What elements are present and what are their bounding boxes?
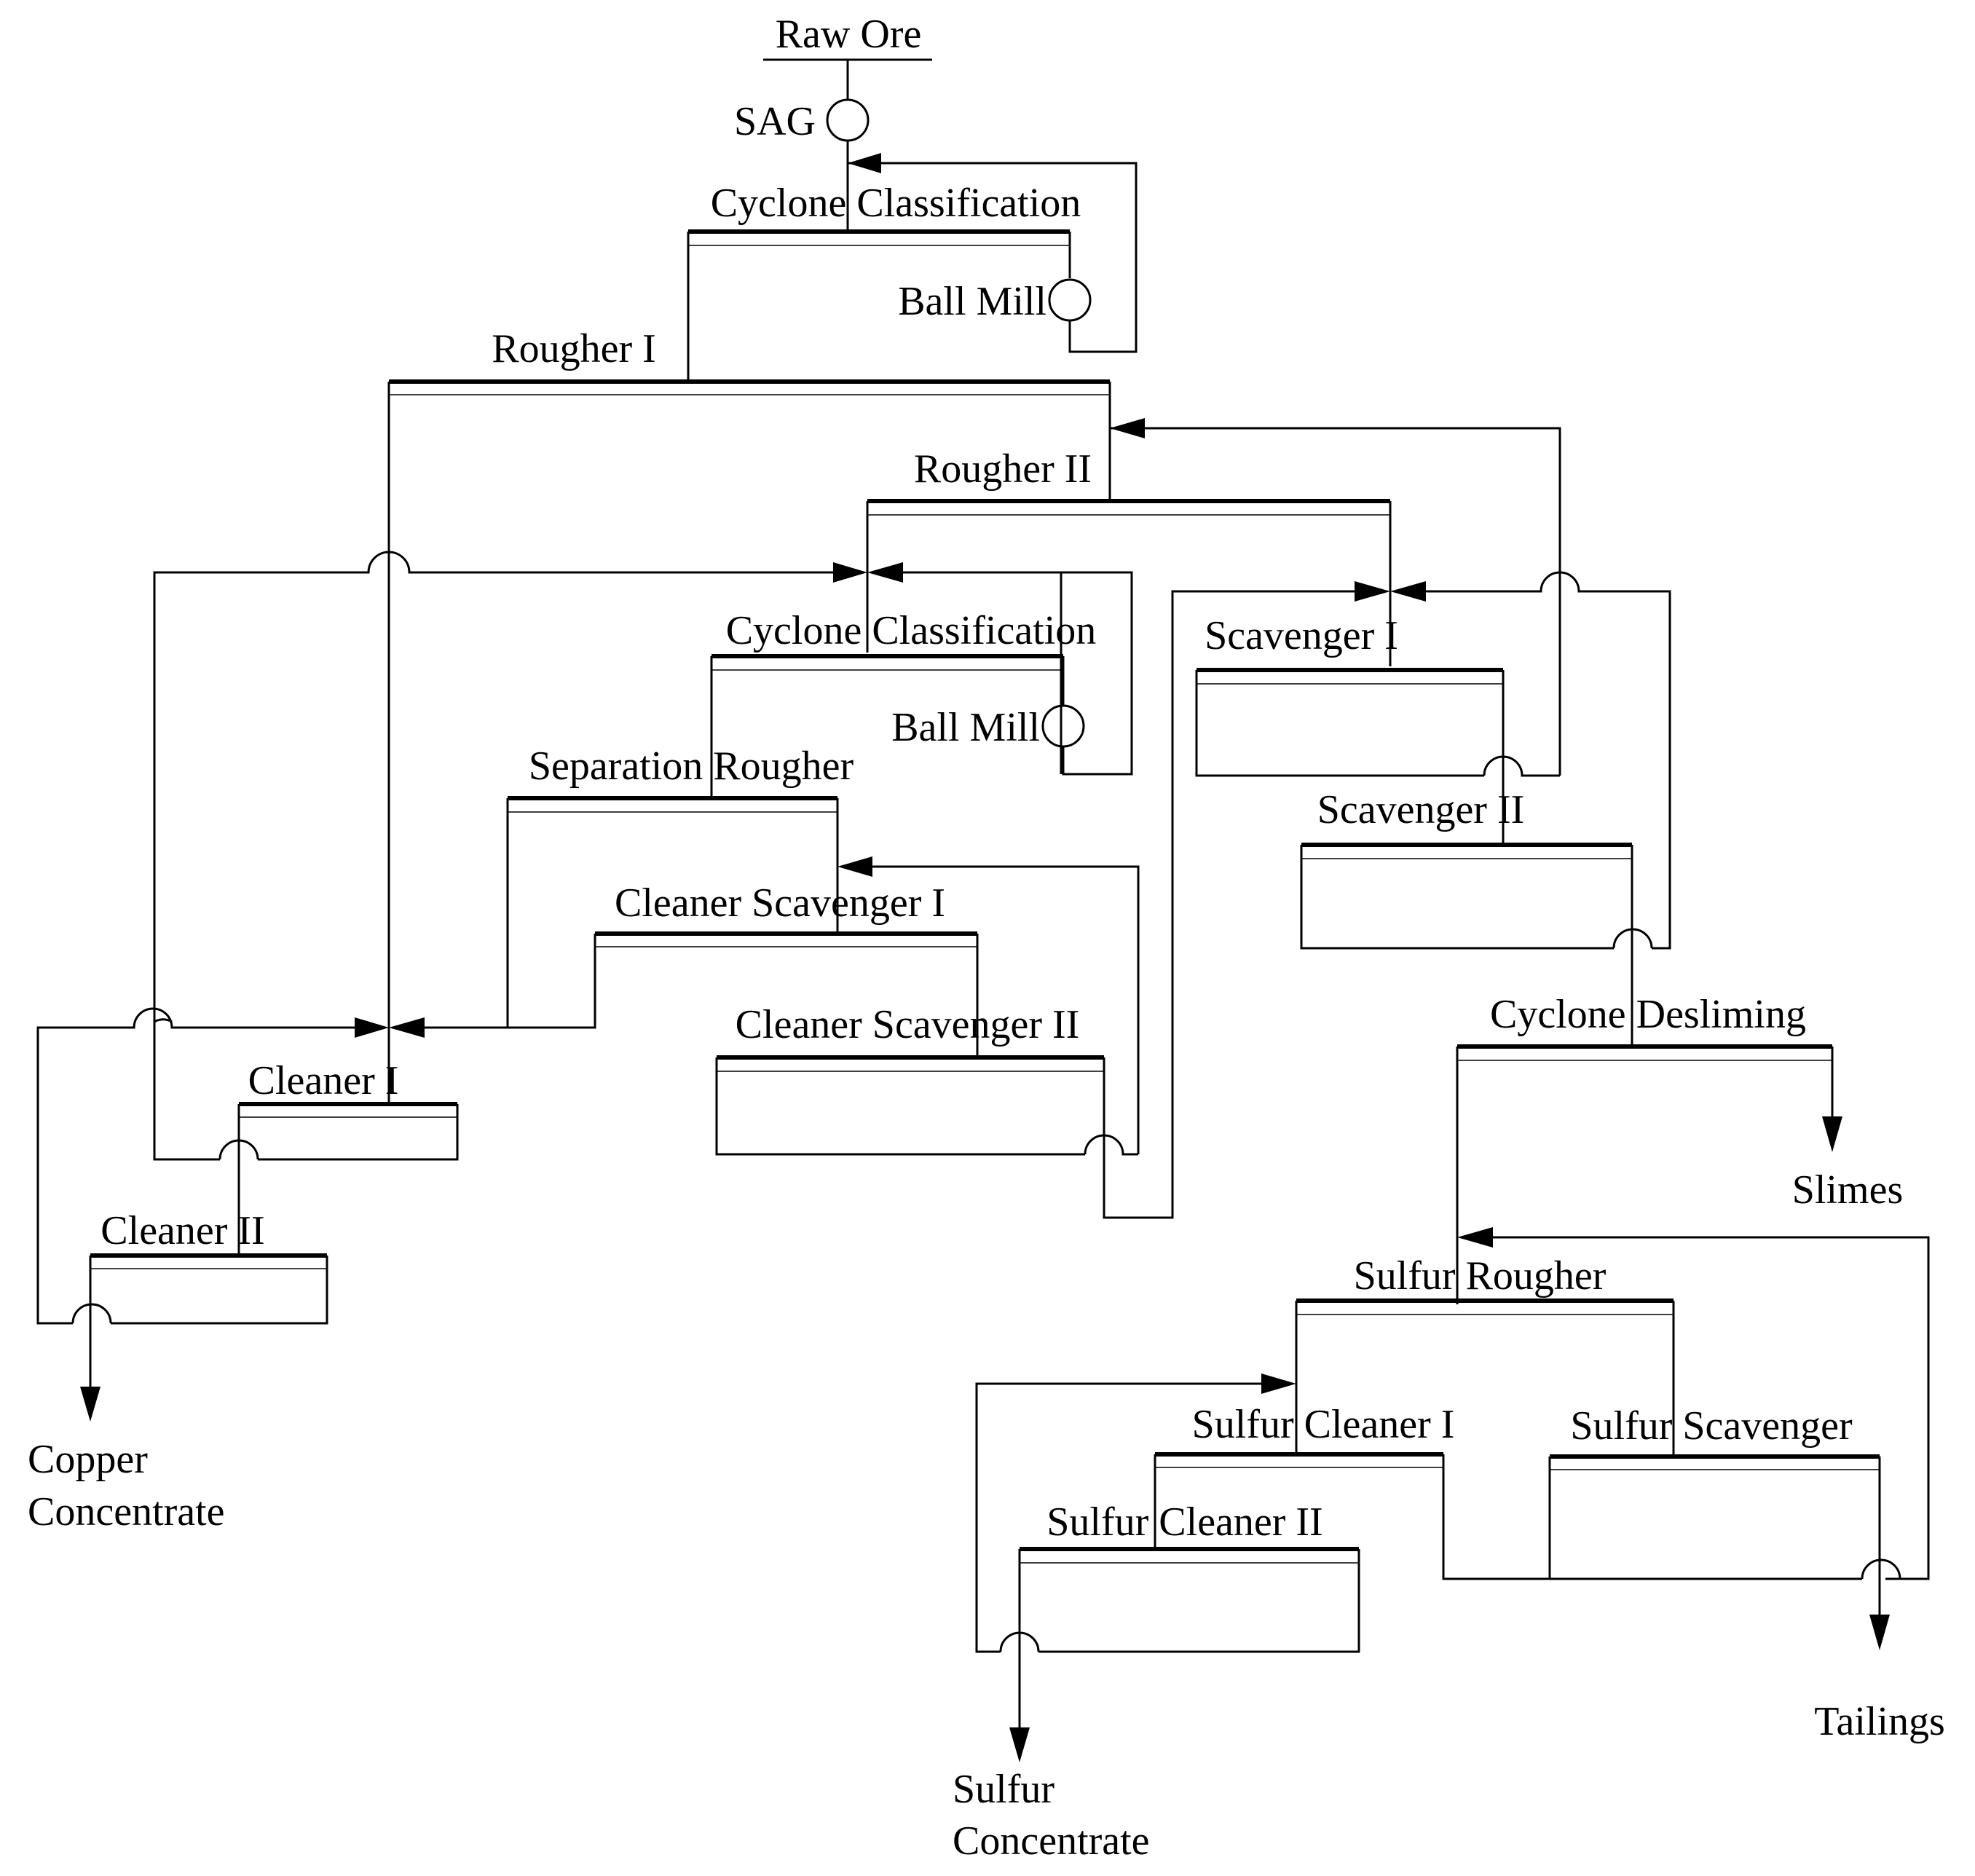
arrow-icon [1457, 1227, 1493, 1248]
arrow-icon [1869, 1615, 1890, 1650]
cleaner-1-label: Cleaner I [248, 1058, 399, 1103]
cleaner-1-node: Cleaner I [211, 1017, 459, 1256]
cleaner-scavenger-2-label: Cleaner Scavenger II [736, 1002, 1080, 1047]
rougher-2-node: Rougher II [866, 418, 1561, 776]
sulfur-concentrate-label-line2: Concentrate [953, 1818, 1150, 1864]
tailings-label: Tailings [1814, 1699, 1945, 1744]
ball-mill-1-label: Ball Mill [898, 279, 1046, 324]
arrow-icon [867, 562, 903, 583]
sag-mill-node: SAG [734, 98, 870, 230]
sulfur-rougher-node: Sulfur Rougher [1295, 1227, 1930, 1580]
ball-mill-2-node: Ball Mill [891, 571, 1133, 776]
cyclone-desliming-node: Cyclone Desliming [1456, 992, 1842, 1304]
sulfur-cleaner-1-label: Sulfur Cleaner I [1192, 1402, 1455, 1447]
arrow-icon [1009, 1727, 1030, 1762]
sag-mill-icon [826, 98, 870, 142]
rougher-1-label: Rougher I [492, 326, 656, 371]
sulfur-cleaner-2-label: Sulfur Cleaner II [1046, 1499, 1322, 1545]
arrow-icon [355, 1017, 389, 1038]
arrow-icon [1822, 1116, 1842, 1152]
cyclone-desliming-label: Cyclone Desliming [1490, 992, 1806, 1037]
copper-concentrate-label-line1: Copper [28, 1437, 148, 1482]
cleaner-scavenger-2-node: Cleaner Scavenger II [715, 581, 1390, 1219]
arrow-icon [1355, 581, 1390, 602]
separation-rougher-label: Separation Rougher [529, 744, 854, 789]
arrow-icon [389, 1017, 425, 1038]
arrow-icon [1390, 581, 1426, 602]
arrow-icon [848, 153, 881, 173]
cleaner-2-node: Cleaner II [36, 1007, 355, 1422]
sulfur-cleaner-1-node: Sulfur Cleaner I [1154, 1402, 1550, 1580]
raw-ore-node: Raw Ore [763, 12, 932, 100]
rougher-2-label: Rougher II [914, 446, 1092, 492]
cleaner-scavenger-1-node: Cleaner Scavenger I [508, 856, 1140, 1154]
arrow-icon [837, 856, 872, 877]
scavenger-2-node: Scavenger II [1300, 787, 1653, 1047]
scavenger-2-label: Scavenger II [1317, 787, 1525, 832]
ball-mill-2-icon [1041, 704, 1085, 748]
sag-mill-label: SAG [734, 99, 816, 144]
cyclone-classification-2-node: Cyclone Classification [710, 608, 1097, 798]
arrow-icon [1110, 418, 1145, 438]
tailings-product: Tailings [1814, 1699, 1945, 1744]
arrow-icon [1261, 1374, 1296, 1394]
copper-concentrate-label-line2: Concentrate [28, 1489, 225, 1534]
raw-ore-label: Raw Ore [776, 12, 922, 57]
arrow-icon [833, 562, 867, 583]
copper-concentrate-product: Copper Concentrate [28, 1437, 225, 1534]
sulfur-scavenger-label: Sulfur Scavenger [1570, 1403, 1853, 1449]
cyclone-classification-1-label: Cyclone Classification [711, 181, 1081, 226]
scavenger-1-node: Scavenger I [1195, 571, 1671, 950]
slimes-product: Slimes [1792, 1167, 1903, 1213]
ball-mill-1-node: Ball Mill [848, 153, 1138, 353]
sulfur-cleaner-2-node: Sulfur Cleaner II [975, 1374, 1360, 1762]
slimes-label: Slimes [1792, 1167, 1903, 1213]
rougher-1-node: Rougher I [387, 326, 1111, 1028]
scavenger-1-label: Scavenger I [1205, 613, 1398, 658]
arrow-icon [80, 1387, 100, 1422]
cleaner-2-label: Cleaner II [100, 1208, 264, 1253]
sulfur-scavenger-node: Sulfur Scavenger [1548, 1403, 1901, 1650]
sulfur-concentrate-product: Sulfur Concentrate [953, 1767, 1150, 1864]
cleaner-scavenger-1-label: Cleaner Scavenger I [615, 880, 945, 926]
ball-mill-2-label: Ball Mill [891, 705, 1040, 750]
ball-mill-1-icon [1048, 278, 1092, 322]
sulfur-rougher-label: Sulfur Rougher [1354, 1253, 1607, 1298]
cyclone-classification-1-node: Cyclone Classification [687, 181, 1081, 380]
sulfur-concentrate-label-line1: Sulfur [953, 1767, 1054, 1812]
cyclone-classification-2-label: Cyclone Classification [726, 608, 1097, 653]
